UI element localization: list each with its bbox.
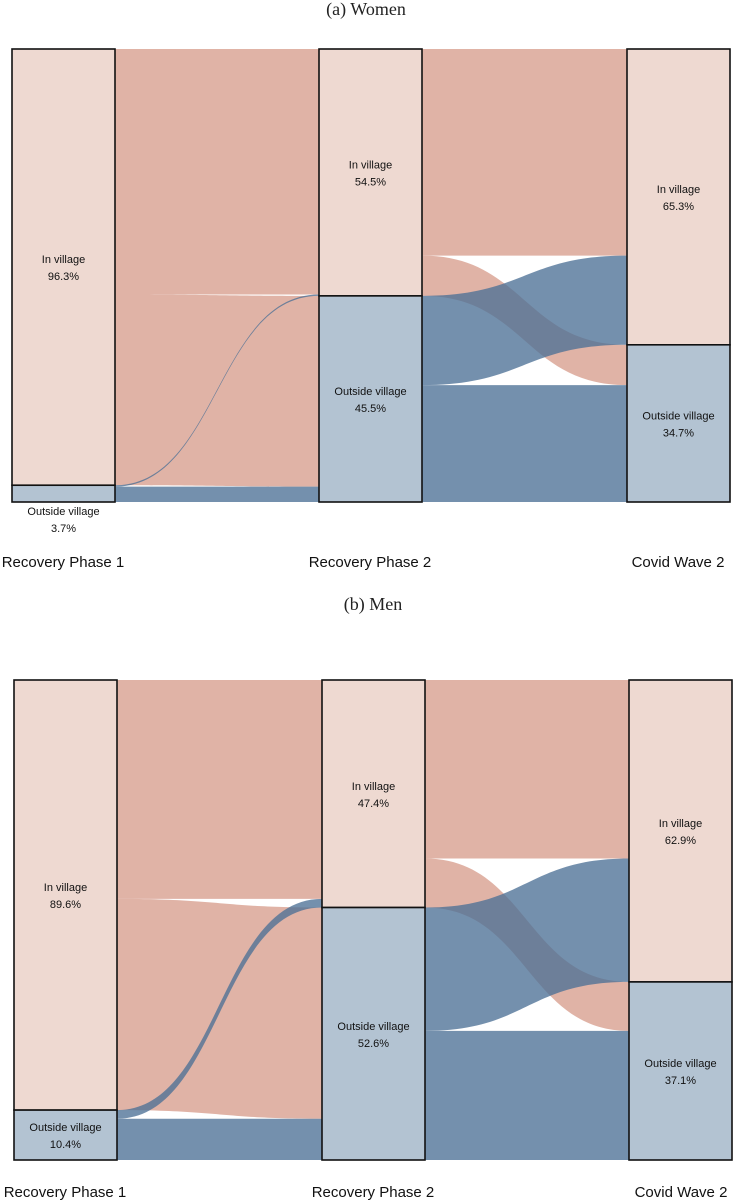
node-label-women-stage3-out: Outside village (642, 410, 714, 422)
flow-women-stage1-in-to-in (115, 49, 319, 295)
node-value-men-stage1-out: 10.4% (50, 1139, 81, 1151)
node-men-stage2-in (321, 679, 426, 909)
stage-label-men-1: Recovery Phase 1 (4, 1184, 127, 1201)
flow-men-stage2-out-to-out (425, 1030, 629, 1160)
node-women-stage2-in (318, 48, 423, 297)
node-label-women-stage1-out: Outside village (27, 506, 99, 518)
stage-label-women-3: Covid Wave 2 (632, 554, 725, 571)
panel-women: (a) Women In village 96.3% Outside village… (2, 0, 731, 571)
nodes-women: In village 96.3% Outside village 3.7% In vil… (11, 48, 731, 535)
node-women-stage1-in (11, 48, 116, 487)
node-label-women-stage1-in: In village (42, 254, 85, 266)
node-men-stage3-out (628, 981, 733, 1161)
node-men-stage3-in (628, 679, 733, 983)
node-value-men-stage2-in: 47.4% (358, 798, 389, 810)
flow-men-stage2-in-to-in (425, 680, 629, 859)
flow-women-stage2-out-to-in (422, 255, 627, 386)
node-value-women-stage3-in: 65.3% (663, 201, 694, 213)
flow-women-stage1-out-to-in (115, 294, 319, 487)
stage-label-women-1: Recovery Phase 1 (2, 554, 125, 571)
node-value-women-stage1-out: 3.7% (51, 523, 76, 535)
node-value-men-stage1-in: 89.6% (50, 899, 81, 911)
node-label-men-stage2-out: Outside village (337, 1021, 409, 1033)
stage-label-men-3: Covid Wave 2 (635, 1184, 728, 1201)
flows-men (117, 680, 629, 1160)
node-women-stage3-in (626, 48, 731, 346)
flow-women-stage1-out-to-out (115, 486, 319, 502)
flows-women (115, 49, 627, 502)
panel-title-women: (a) Women (326, 0, 406, 20)
panel-men: (b) Men In village 89.6% Outside village 10… (4, 594, 733, 1201)
node-value-men-stage3-out: 37.1% (665, 1075, 696, 1087)
stage-label-women-2: Recovery Phase 2 (309, 554, 432, 571)
node-value-women-stage1-in: 96.3% (48, 271, 79, 283)
node-value-men-stage2-out: 52.6% (358, 1038, 389, 1050)
node-men-stage2-out (321, 906, 426, 1161)
node-value-women-stage2-out: 45.5% (355, 403, 386, 415)
node-label-men-stage2-in: In village (352, 781, 395, 793)
flow-women-stage2-out-to-out (422, 385, 627, 502)
node-label-women-stage3-in: In village (657, 184, 700, 196)
node-men-stage1-out (13, 1109, 118, 1161)
node-label-men-stage3-out: Outside village (644, 1058, 716, 1070)
node-value-women-stage3-out: 34.7% (663, 427, 694, 439)
stage-label-men-2: Recovery Phase 2 (312, 1184, 435, 1201)
node-women-stage2-out (318, 295, 423, 503)
flow-men-stage2-out-to-in (425, 858, 629, 1031)
panel-title-men: (b) Men (344, 594, 402, 615)
flow-men-stage1-out-to-in (117, 898, 322, 1119)
node-women-stage1-out (11, 484, 116, 503)
node-women-stage3-out (626, 344, 731, 503)
node-men-stage1-in (13, 679, 118, 1111)
node-label-men-stage3-in: In village (659, 818, 702, 830)
node-label-men-stage1-in: In village (44, 882, 87, 894)
flow-men-stage1-out-to-out (117, 1118, 322, 1160)
node-label-men-stage1-out: Outside village (29, 1122, 101, 1134)
node-label-women-stage2-in: In village (349, 159, 392, 171)
nodes-men: In village 89.6% Outside village 10.4% In vi… (13, 679, 733, 1161)
flow-women-stage2-in-to-in (422, 49, 627, 256)
flow-men-stage1-in-to-in (117, 680, 322, 899)
node-label-women-stage2-out: Outside village (334, 386, 406, 398)
node-value-men-stage3-in: 62.9% (665, 835, 696, 847)
node-value-women-stage2-in: 54.5% (355, 176, 386, 188)
